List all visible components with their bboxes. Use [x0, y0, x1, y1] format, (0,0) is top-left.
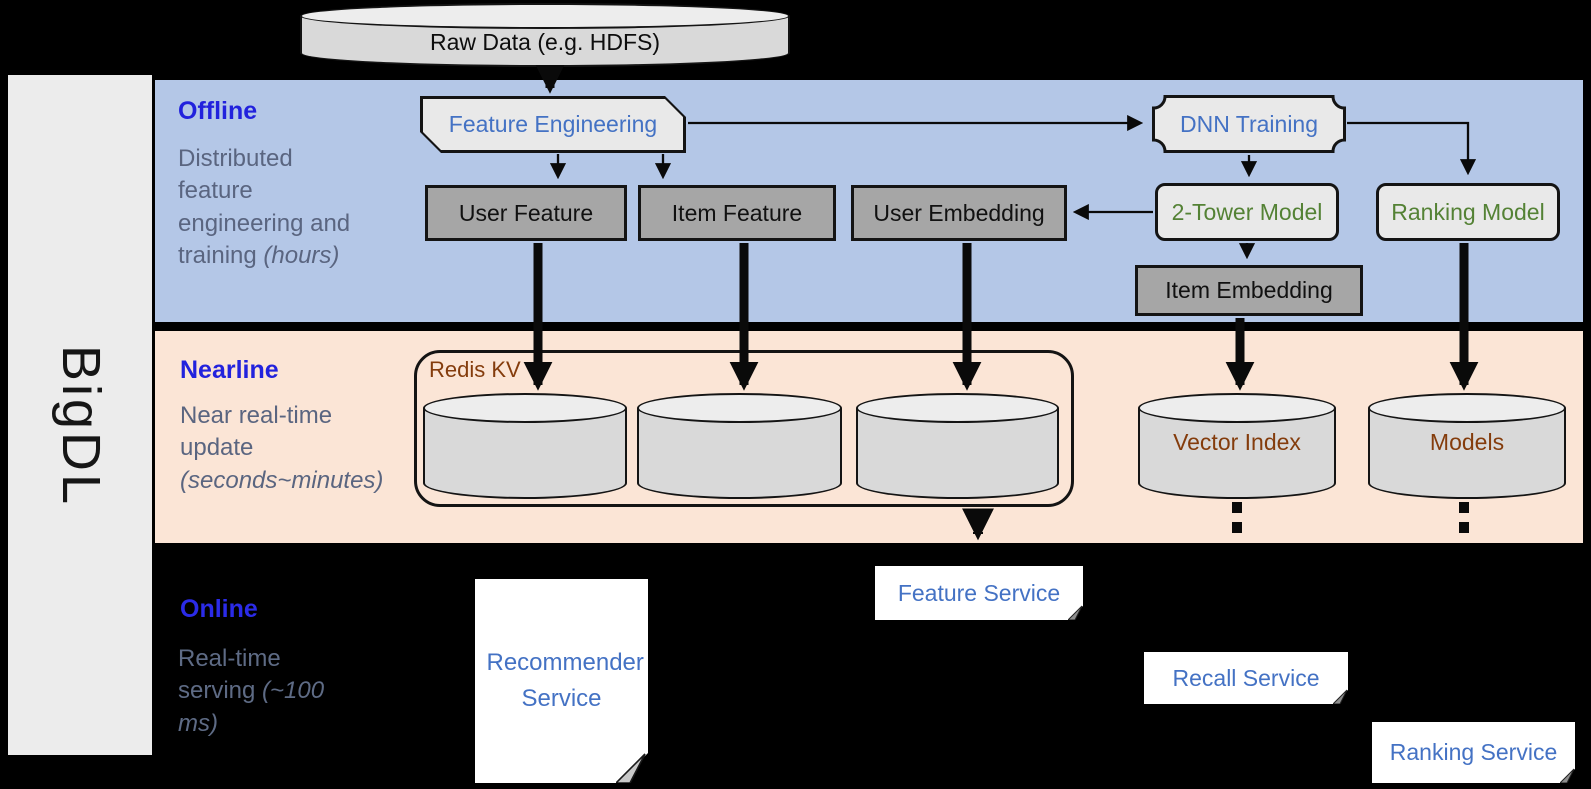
feature-service-node: Feature Service: [875, 566, 1083, 620]
nearline-description: Near real-time update (seconds~minutes): [180, 402, 384, 494]
online-title: Online: [180, 595, 258, 623]
page-fold-icon: [1068, 605, 1083, 620]
cylinder-body: [856, 408, 1059, 499]
vector-index-cylinder: Vector Index: [1138, 393, 1336, 499]
cylinder-body: [423, 408, 627, 499]
cylinder-top: [1368, 393, 1566, 423]
dnn-training-node: DNN Training: [1152, 95, 1346, 153]
offline-description: Distributed feature engineering and trai…: [178, 145, 351, 270]
vector-index-label: Vector Index: [1173, 429, 1301, 455]
feature-engineering-node: Feature Engineering: [420, 96, 686, 153]
cylinder-body: [637, 408, 842, 499]
nearline-title: Nearline: [180, 356, 279, 384]
cylinder-top: [856, 393, 1059, 423]
redis-cylinder-2: [637, 393, 842, 499]
recommender-service-label: Recommender Service: [486, 649, 644, 712]
recommender-service-document: Recommender Service: [475, 579, 648, 783]
plaque-shape: [1152, 95, 1346, 153]
redis-cylinder-3: [856, 393, 1059, 499]
sidebar-panel: [8, 75, 152, 755]
cylinder-top: [1138, 393, 1336, 423]
user-embedding-node: User Embedding: [851, 185, 1067, 241]
user-feature-node: User Feature: [425, 185, 627, 241]
redis-cylinder-1: [423, 393, 627, 499]
bigdl-label: BigDL: [51, 345, 111, 508]
ranking-service-node: Ranking Service: [1372, 722, 1575, 783]
dnn-training-label: DNN Training: [1179, 110, 1319, 137]
feature-engineering-label: Feature Engineering: [423, 99, 683, 150]
cylinder-body: [1368, 408, 1566, 499]
item-embedding-node: Item Embedding: [1135, 265, 1363, 316]
ranking-model-node: Ranking Model: [1376, 183, 1560, 241]
offline-title: Offline: [178, 97, 258, 125]
redis-kv-label: Redis KV: [429, 357, 521, 382]
page-fold-icon: [616, 753, 646, 783]
raw-data-label: Raw Data (e.g. HDFS): [429, 29, 661, 55]
item-feature-node: Item Feature: [638, 185, 836, 241]
cylinder-top: [637, 393, 842, 423]
online-description: Real-time serving (~100 ms): [178, 645, 325, 737]
page-fold-icon: [1333, 689, 1348, 704]
models-label: Models: [1429, 429, 1505, 455]
recall-service-node: Recall Service: [1144, 652, 1348, 704]
models-cylinder: Models: [1368, 393, 1566, 499]
cylinder-top: [300, 3, 790, 29]
cylinder-top: [423, 393, 627, 423]
page-fold-icon: [1560, 768, 1575, 783]
raw-data-cylinder: Raw Data (e.g. HDFS): [300, 3, 790, 67]
two-tower-model-node: 2-Tower Model: [1155, 183, 1339, 241]
cylinder-body: [1138, 408, 1336, 499]
